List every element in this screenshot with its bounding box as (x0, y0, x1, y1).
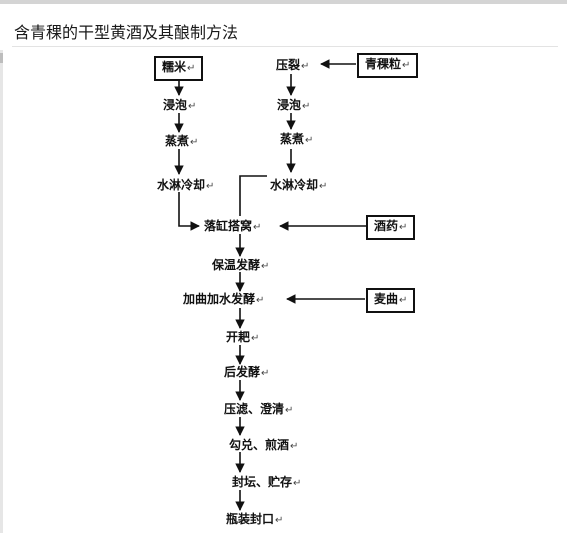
node-warm-ferment-label: 保温发酵 (212, 258, 261, 272)
return-mark: ↵ (253, 222, 262, 233)
node-seal-store: 封坛、贮存↵ (232, 475, 301, 491)
node-blend-decoct: 勾兑、煎酒↵ (229, 438, 298, 454)
node-post-ferment-label: 后发酵 (224, 365, 261, 379)
node-kaipa-label: 开耙 (226, 330, 251, 344)
return-mark: ↵ (319, 181, 328, 192)
return-mark: ↵ (187, 63, 196, 74)
return-mark: ↵ (206, 181, 215, 192)
node-soak-left-label: 浸泡 (163, 98, 188, 112)
node-soak-right: 浸泡↵ (277, 98, 310, 114)
node-steam-right: 蒸煮↵ (280, 132, 313, 148)
return-mark: ↵ (305, 135, 314, 146)
return-mark: ↵ (261, 261, 270, 272)
node-cool-left-label: 水淋冷却 (157, 178, 206, 192)
node-wheat-koji: 麦曲↵ (366, 288, 416, 313)
node-add-koji-label: 加曲加水发酵 (183, 292, 256, 306)
node-yeast-medicine: 酒药↵ (366, 215, 416, 240)
return-mark: ↵ (293, 478, 302, 489)
page-title: 含青稞的干型黄酒及其酿制方法 (14, 23, 239, 42)
node-blend-decoct-label: 勾兑、煎酒 (229, 438, 290, 452)
node-barley-grain-label: 青稞粒 (365, 57, 402, 71)
node-rice-label: 糯米 (162, 60, 187, 74)
node-yeast-medicine-label: 酒药 (374, 219, 399, 233)
return-mark: ↵ (261, 368, 270, 379)
node-warm-ferment: 保温发酵↵ (212, 258, 269, 274)
node-vat-mix: 落缸搭窝↵ (204, 219, 261, 235)
node-vat-mix-label: 落缸搭窝 (204, 219, 253, 233)
return-mark: ↵ (301, 61, 310, 72)
node-press-barley: 压裂↵ (276, 58, 309, 74)
arrow-cool-right-to-vat (239, 175, 267, 216)
return-mark: ↵ (399, 222, 408, 233)
node-steam-right-label: 蒸煮 (280, 132, 305, 146)
return-mark: ↵ (399, 295, 408, 306)
return-mark: ↵ (256, 295, 265, 306)
node-cool-right-label: 水淋冷却 (270, 178, 319, 192)
node-steam-left-label: 蒸煮 (165, 134, 190, 148)
node-rice: 糯米↵ (154, 56, 204, 81)
node-steam-left: 蒸煮↵ (165, 134, 198, 150)
return-mark: ↵ (251, 333, 260, 344)
node-press-barley-label: 压裂 (276, 58, 301, 72)
node-kaipa: 开耙↵ (226, 330, 259, 346)
left-scroll-rule (0, 50, 3, 533)
node-post-ferment: 后发酵↵ (224, 365, 269, 381)
return-mark: ↵ (302, 101, 311, 112)
return-mark: ↵ (285, 405, 294, 416)
arrow-cool-left-to-vat (178, 192, 200, 231)
node-press-filter-label: 压滤、澄清 (224, 402, 285, 416)
node-bottle-seal: 瓶装封口↵ (226, 512, 283, 528)
node-seal-store-label: 封坛、贮存 (232, 475, 293, 489)
node-wheat-koji-label: 麦曲 (374, 292, 399, 306)
node-press-filter: 压滤、澄清↵ (224, 402, 293, 418)
node-soak-left: 浸泡↵ (163, 98, 196, 114)
title-divider (12, 46, 558, 47)
node-bottle-seal-label: 瓶装封口 (226, 512, 275, 526)
return-mark: ↵ (290, 441, 299, 452)
left-scroll-marker (0, 53, 3, 63)
node-barley-grain: 青稞粒↵ (357, 53, 419, 78)
return-mark: ↵ (402, 60, 411, 71)
node-add-koji: 加曲加水发酵↵ (183, 292, 264, 308)
node-soak-right-label: 浸泡 (277, 98, 302, 112)
node-cool-right: 水淋冷却↵ (270, 178, 327, 194)
node-cool-left: 水淋冷却↵ (157, 178, 214, 194)
window-top-border (0, 0, 567, 4)
return-mark: ↵ (188, 101, 197, 112)
return-mark: ↵ (190, 137, 199, 148)
return-mark: ↵ (275, 515, 284, 526)
